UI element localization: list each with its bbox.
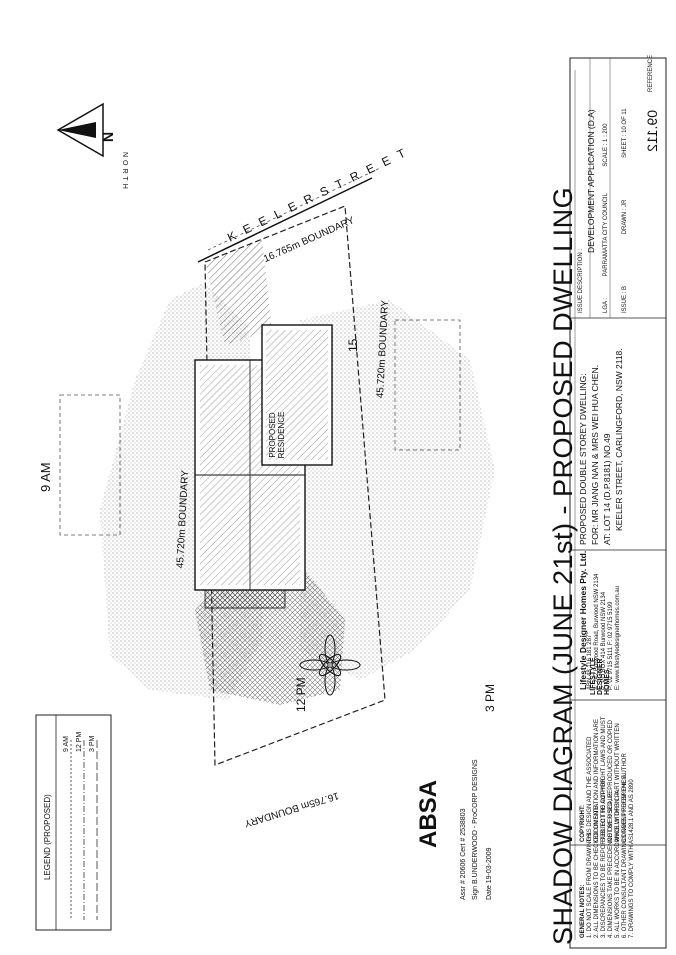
drawn-label: DRAWN : [622,208,628,235]
copyright-title: COPYRIGHT: [580,804,586,842]
copyright-line-6: CONSENT FROM THE AUTHOR [622,753,628,842]
legend-item-9am: 9 AM [63,736,70,752]
absa-cert-value: 2538803 [460,808,467,836]
label-3pm: 3 PM [483,683,497,712]
project-for: FOR: MR JIANG NAN & MRS WEI HUA CHEN. [589,348,601,545]
issue-value: B [622,285,628,290]
neighbour-left [59,394,121,536]
legend-item-12pm: 12 PM [76,731,83,752]
issue-block: ISSUE DESCRIPTION : DEVELOPMENT APPLICAT… [577,108,635,313]
drawing-title: SHADOW DIAGRAM (JUNE 21st) - PROPOSED DW… [548,186,578,945]
title-block-frame [569,57,667,949]
absa-assr-label: Assr # [460,880,467,900]
company-line-4: P: 02 9715 5111 F: 02 9715 5199 [608,601,614,690]
legend-item-3pm: 3 PM [89,735,96,752]
driveway [205,240,272,345]
reference-value: 09.112 [644,110,660,152]
company-line-3: P: PO BOX 414 Burwood NSW 2134 [601,591,607,690]
absa-date-value: 19-03-2009 [486,847,493,884]
company-line-5: E: www.lifestyledesignerhomes.com.au [615,585,621,690]
project-at: AT: LOT 14 (D.P.8181) NO.49 [601,348,613,545]
reference-label: REFERENCE [648,54,654,92]
project-desc: PROPOSED DOUBLE STOREY DWELLING: [578,373,588,545]
issue-desc-value: DEVELOPMENT APPLICATION (D.A) [586,109,596,253]
copyright-line-2: DOCUMENTATION AND INFORMATION ARE [594,718,600,842]
issue-desc-label: ISSUE DESCRIPTION : [578,248,584,313]
company-line-2: A: 242 Burwood Road, Burwood NSW 2134 [594,573,600,690]
scale-label: SCALE : [603,143,609,167]
company-name: Lifestyle Designer Homes Pty. Ltd. [578,550,588,690]
lga-value: PARRAMATTA CITY COUNCIL [603,193,609,277]
company-line-1: ABN 48 116 181 287 [587,634,593,690]
copyright-line-3: SUBJECT TO COPYRIGHT LAWS AND MUST [601,716,607,842]
absa-sign-label: Sign [472,885,479,900]
shadow-3pm [300,300,495,680]
absa-cert-label: Cert # [460,837,467,857]
absa-sign: Sign B.UNDERWOOD - ProCORP DESIGNS [472,759,479,900]
company-block: Lifestyle Designer Homes Pty. Ltd. ABN 4… [578,550,622,690]
street-kerb [197,177,373,263]
sheet-value: 10 OF 11 [622,108,628,133]
north-arrow-icon [56,102,104,158]
project-at-line1: LOT 14 (D.P.8181) NO.49 [602,433,612,531]
north-label: NORTH [121,152,128,192]
absa-assr-value: 20606 [460,858,467,879]
residence-label: PROPOSED RESIDENCE [268,411,286,459]
copyright-line-4: NOT BE USED, REPRODUCED OR COPIED [608,720,614,842]
legend-title: LEGEND (PROPOSED) [43,794,52,880]
tree-symbol [299,634,361,696]
copyright-line-5: WHOLLY OR IN PART WITHOUT WRITTEN [615,723,621,842]
copyright-line-1: THIS DESIGN AND THE ASSOCIATED [587,736,593,842]
north-symbol: N [100,131,116,142]
proposed-residence [194,324,333,609]
issue-label: ISSUE : [622,291,628,313]
absa-date: Date 19-03-2009 [486,847,493,900]
issue-row: ISSUE : B DRAWN : JR SHEET : 10 OF 11 [616,108,635,313]
absa-date-label: Date [486,885,493,900]
drawn-value: JR [622,199,628,207]
lot-number: 15 [346,338,360,352]
neighbour-right [394,319,461,451]
copyright-notes: COPYRIGHT: THIS DESIGN AND THE ASSOCIATE… [580,717,629,842]
lga-label: LGA : [603,297,609,313]
general-note-7: 7. DRAWINGS TO COMPLY WITH AS1428.1 AND … [629,779,635,938]
label-12pm: 12 PM [294,677,308,712]
legend-box [35,714,112,931]
lot-boundary [204,205,386,766]
sheet-label: SHEET : [622,134,628,158]
absa-logo: ABSA [415,779,442,848]
absa-assr: Assr # 20606 Cert # 2538803 [460,809,467,901]
project-at-label: AT: [602,533,612,545]
project-block: PROPOSED DOUBLE STOREY DWELLING: FOR: MR… [577,348,625,545]
label-9am: 9 AM [38,462,53,492]
project-at-line2: KEELER STREET, CARLINGFORD, NSW 2118. [614,348,624,531]
lga-row: LGA : PARRAMATTA CITY COUNCIL SCALE : 1 … [597,108,616,313]
project-for-value: MR JIANG NAN & MRS WEI HUA CHEN. [590,365,600,523]
absa-sign-value: B.UNDERWOOD - ProCORP DESIGNS [472,759,479,885]
scale-value: 1 : 200 [603,123,609,142]
project-for-label: FOR: [590,524,600,545]
